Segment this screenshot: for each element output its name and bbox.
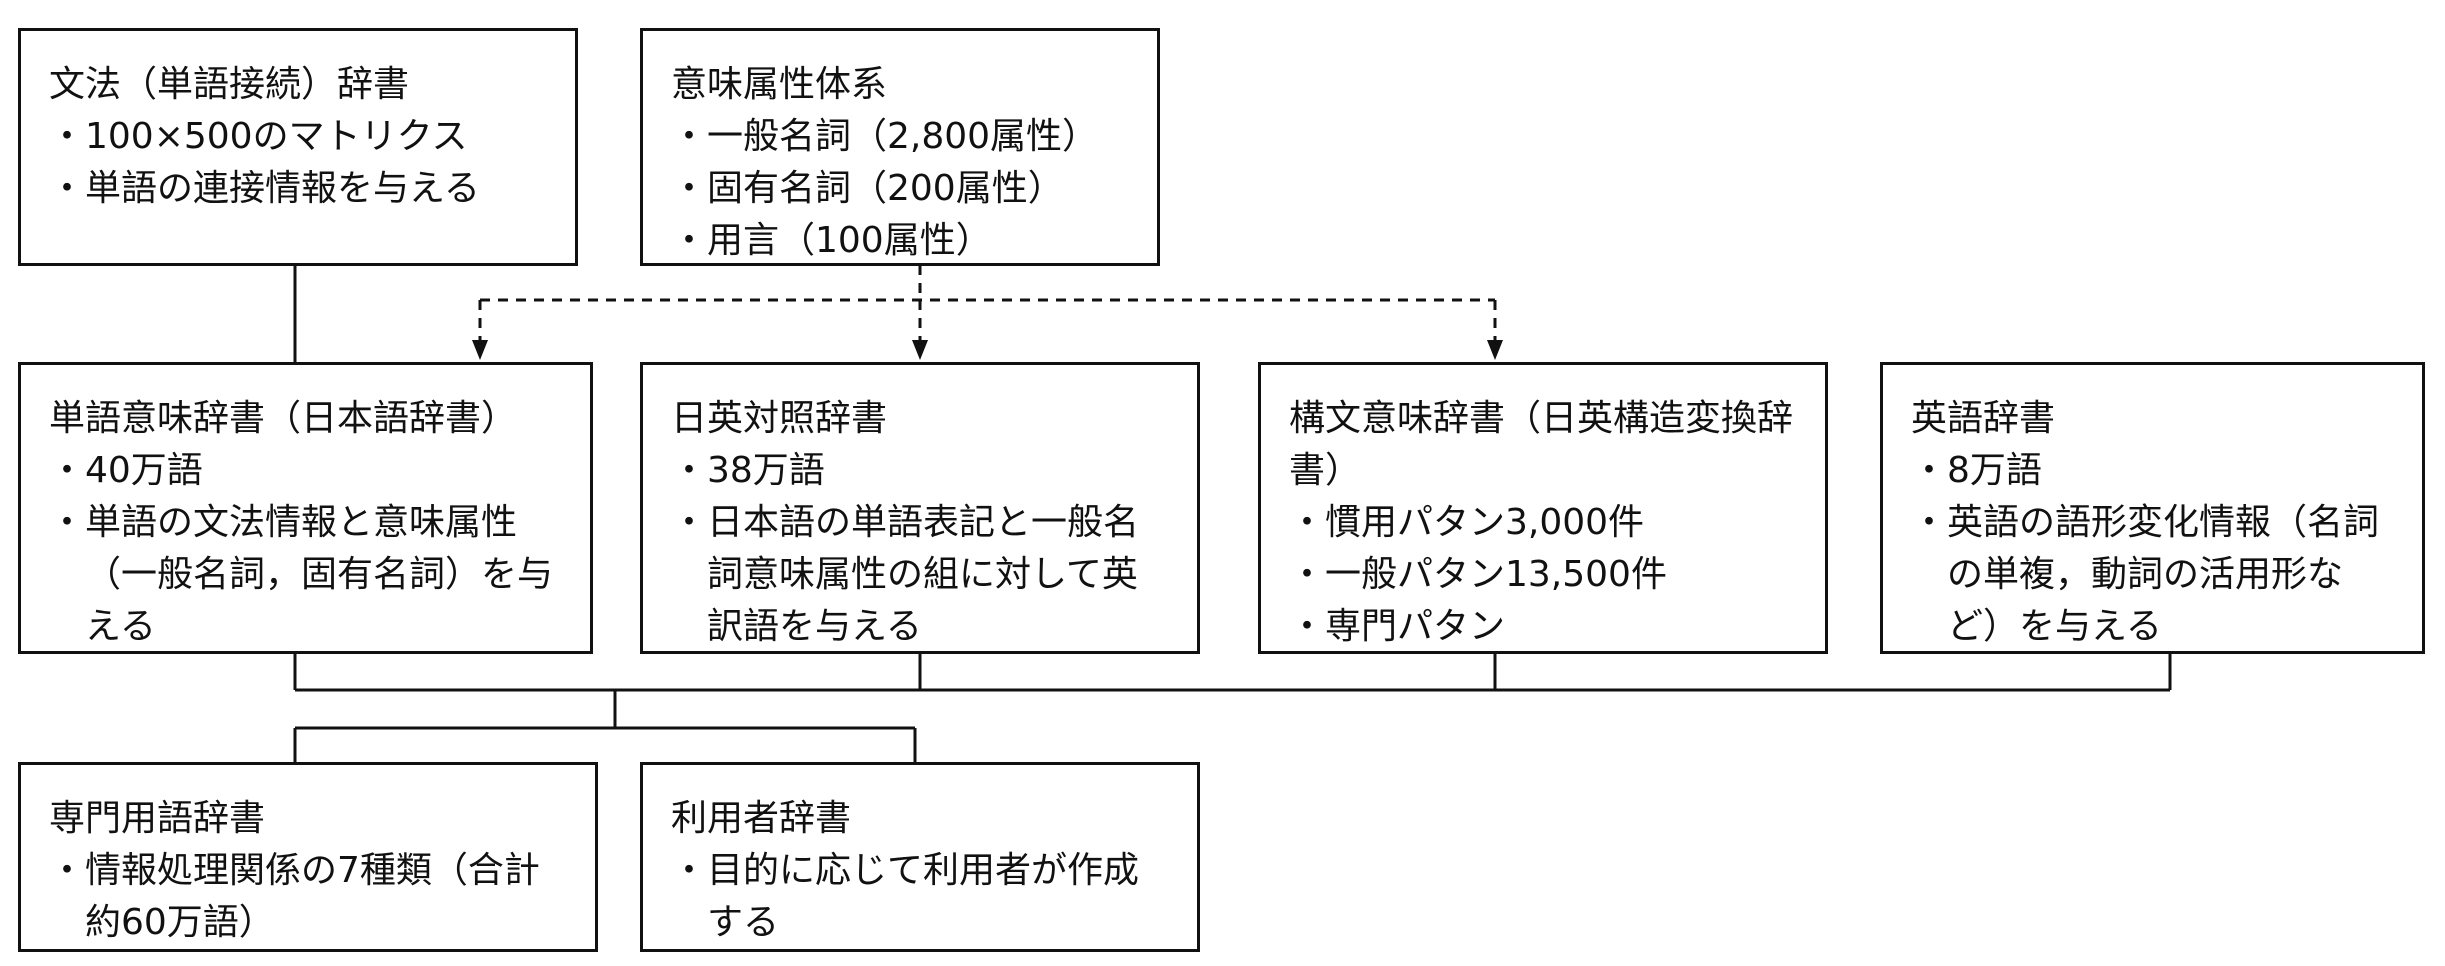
semantic-attribute-system-title: 意味属性体系 — [671, 64, 888, 105]
grammar-dictionary-box: 文法（単語接続）辞書 100×500のマトリクス 単語の連接情報を与える — [18, 28, 578, 266]
word-meaning-dictionary-title: 単語意味辞書（日本語辞書） — [49, 398, 518, 439]
arrowhead-to-je-contrast — [912, 340, 928, 360]
semantic-attribute-system-item: 用言（100属性） — [671, 215, 1129, 267]
grammar-dictionary-item: 100×500のマトリクス — [49, 111, 547, 163]
word-meaning-dictionary-item: 40万語 — [49, 445, 562, 497]
semantic-attribute-system-item: 一般名詞（2,800属性） — [671, 111, 1129, 163]
arrowhead-to-syntax — [1487, 340, 1503, 360]
syntax-meaning-dictionary-item: 慣用パタン3,000件 — [1289, 497, 1797, 549]
syntax-meaning-dictionary-items: 慣用パタン3,000件 一般パタン13,500件 専門パタン — [1289, 497, 1797, 653]
technical-term-dictionary-items: 情報処理関係の7種類（合計約60万語） — [49, 845, 567, 949]
syntax-meaning-dictionary-box: 構文意味辞書（日英構造変換辞書） 慣用パタン3,000件 一般パタン13,500… — [1258, 362, 1828, 654]
technical-term-dictionary-item: 情報処理関係の7種類（合計約60万語） — [49, 845, 567, 949]
syntax-meaning-dictionary-item: 専門パタン — [1289, 601, 1797, 653]
semantic-attribute-system-items: 一般名詞（2,800属性） 固有名詞（200属性） 用言（100属性） — [671, 111, 1129, 267]
arrowhead-to-word-meaning — [472, 340, 488, 360]
je-contrast-dictionary-title: 日英対照辞書 — [671, 398, 888, 439]
english-dictionary-item: 英語の語形変化情報（名詞の単複，動詞の活用形など）を与える — [1911, 497, 2394, 653]
grammar-dictionary-title: 文法（単語接続）辞書 — [49, 64, 410, 105]
je-contrast-dictionary-item: 38万語 — [671, 445, 1169, 497]
user-dictionary-item: 目的に応じて利用者が作成する — [671, 845, 1169, 949]
english-dictionary-title: 英語辞書 — [1911, 398, 2056, 439]
user-dictionary-items: 目的に応じて利用者が作成する — [671, 845, 1169, 949]
word-meaning-dictionary-box: 単語意味辞書（日本語辞書） 40万語 単語の文法情報と意味属性（一般名詞，固有名… — [18, 362, 593, 654]
english-dictionary-item: 8万語 — [1911, 445, 2394, 497]
grammar-dictionary-items: 100×500のマトリクス 単語の連接情報を与える — [49, 111, 547, 215]
syntax-meaning-dictionary-title: 構文意味辞書（日英構造変換辞書） — [1289, 398, 1794, 491]
technical-term-dictionary-title: 専門用語辞書 — [49, 798, 266, 839]
semantic-attribute-system-box: 意味属性体系 一般名詞（2,800属性） 固有名詞（200属性） 用言（100属… — [640, 28, 1160, 266]
grammar-dictionary-item: 単語の連接情報を与える — [49, 163, 547, 215]
je-contrast-dictionary-items: 38万語 日本語の単語表記と一般名詞意味属性の組に対して英訳語を与える — [671, 445, 1169, 653]
user-dictionary-box: 利用者辞書 目的に応じて利用者が作成する — [640, 762, 1200, 952]
word-meaning-dictionary-items: 40万語 単語の文法情報と意味属性（一般名詞，固有名詞）を与える — [49, 445, 562, 653]
semantic-attribute-system-item: 固有名詞（200属性） — [671, 163, 1129, 215]
je-contrast-dictionary-item: 日本語の単語表記と一般名詞意味属性の組に対して英訳語を与える — [671, 497, 1169, 653]
english-dictionary-box: 英語辞書 8万語 英語の語形変化情報（名詞の単複，動詞の活用形など）を与える — [1880, 362, 2425, 654]
english-dictionary-items: 8万語 英語の語形変化情報（名詞の単複，動詞の活用形など）を与える — [1911, 445, 2394, 653]
user-dictionary-title: 利用者辞書 — [671, 798, 852, 839]
je-contrast-dictionary-box: 日英対照辞書 38万語 日本語の単語表記と一般名詞意味属性の組に対して英訳語を与… — [640, 362, 1200, 654]
syntax-meaning-dictionary-item: 一般パタン13,500件 — [1289, 549, 1797, 601]
technical-term-dictionary-box: 専門用語辞書 情報処理関係の7種類（合計約60万語） — [18, 762, 598, 952]
word-meaning-dictionary-item: 単語の文法情報と意味属性（一般名詞，固有名詞）を与える — [49, 497, 562, 653]
